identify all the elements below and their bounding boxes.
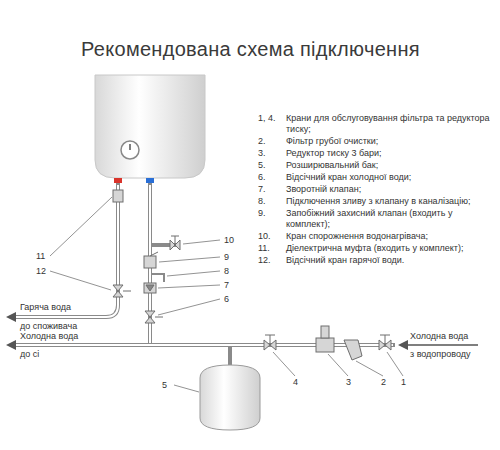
callout-number: 8: [224, 266, 229, 276]
callout-number: 2: [381, 377, 386, 387]
legend-text: Розширювальний бак;: [286, 160, 492, 171]
diagram-title: Рекомендована схема підключення: [81, 38, 420, 61]
legend-text: Запобіжний захисний клапан (входить у ко…: [286, 208, 492, 230]
callout-number: 5: [162, 380, 167, 390]
legend-text: Діелектрична муфта (входить у комплект);: [286, 243, 492, 254]
flow-label: до сі: [20, 349, 39, 359]
callout-number: 1: [401, 377, 406, 387]
callout-number: 11: [36, 251, 45, 261]
flow-label: Холодна вода: [20, 331, 78, 341]
callout-number: 7: [224, 280, 229, 290]
flow-label: до споживача: [20, 321, 77, 331]
legend-number: 6.: [258, 172, 266, 182]
legend-text: Кран спорожнення водонагрівача;: [286, 231, 492, 242]
flow-arrows: [6, 312, 478, 350]
leader-lines: [50, 197, 403, 392]
legend-text: Відсічний кран гарячої води.: [286, 255, 492, 266]
legend-number: 5.: [258, 160, 266, 170]
flow-label: Гаряча вода: [20, 302, 71, 312]
legend-text: Зворотній клапан;: [286, 184, 492, 195]
legend-text: Відсічний кран холодної води;: [286, 172, 492, 183]
callout-number: 12: [36, 266, 46, 276]
legend-text: Фільтр грубої очистки;: [286, 136, 492, 147]
legend-number: 12.: [258, 255, 271, 265]
expansion-tank: [200, 365, 260, 430]
callout-number: 9: [224, 252, 229, 262]
legend-number: 9.: [258, 208, 266, 218]
callout-number: 6: [224, 294, 229, 304]
water-heater: [95, 75, 205, 183]
flow-label: Холодна вода: [410, 331, 468, 341]
callout-number: 4: [293, 377, 298, 387]
legend-number: 1, 4.: [258, 113, 276, 123]
legend-number: 2.: [258, 136, 266, 146]
legend-number: 3.: [258, 148, 266, 158]
legend-text: Крани для обслуговування фільтра та реду…: [286, 113, 492, 135]
legend-number: 10.: [258, 231, 271, 241]
legend-text: Підключення зливу з клапану в каналізаці…: [286, 196, 492, 207]
legend-number: 11.: [258, 243, 270, 253]
callout-number: 10: [224, 235, 234, 245]
legend-number: 8.: [258, 196, 266, 206]
legend-number: 7.: [258, 184, 266, 194]
legend-text: Редуктор тиску 3 бари;: [286, 148, 492, 159]
callout-number: 3: [346, 377, 351, 387]
flow-label: з водопроводу: [410, 349, 471, 359]
